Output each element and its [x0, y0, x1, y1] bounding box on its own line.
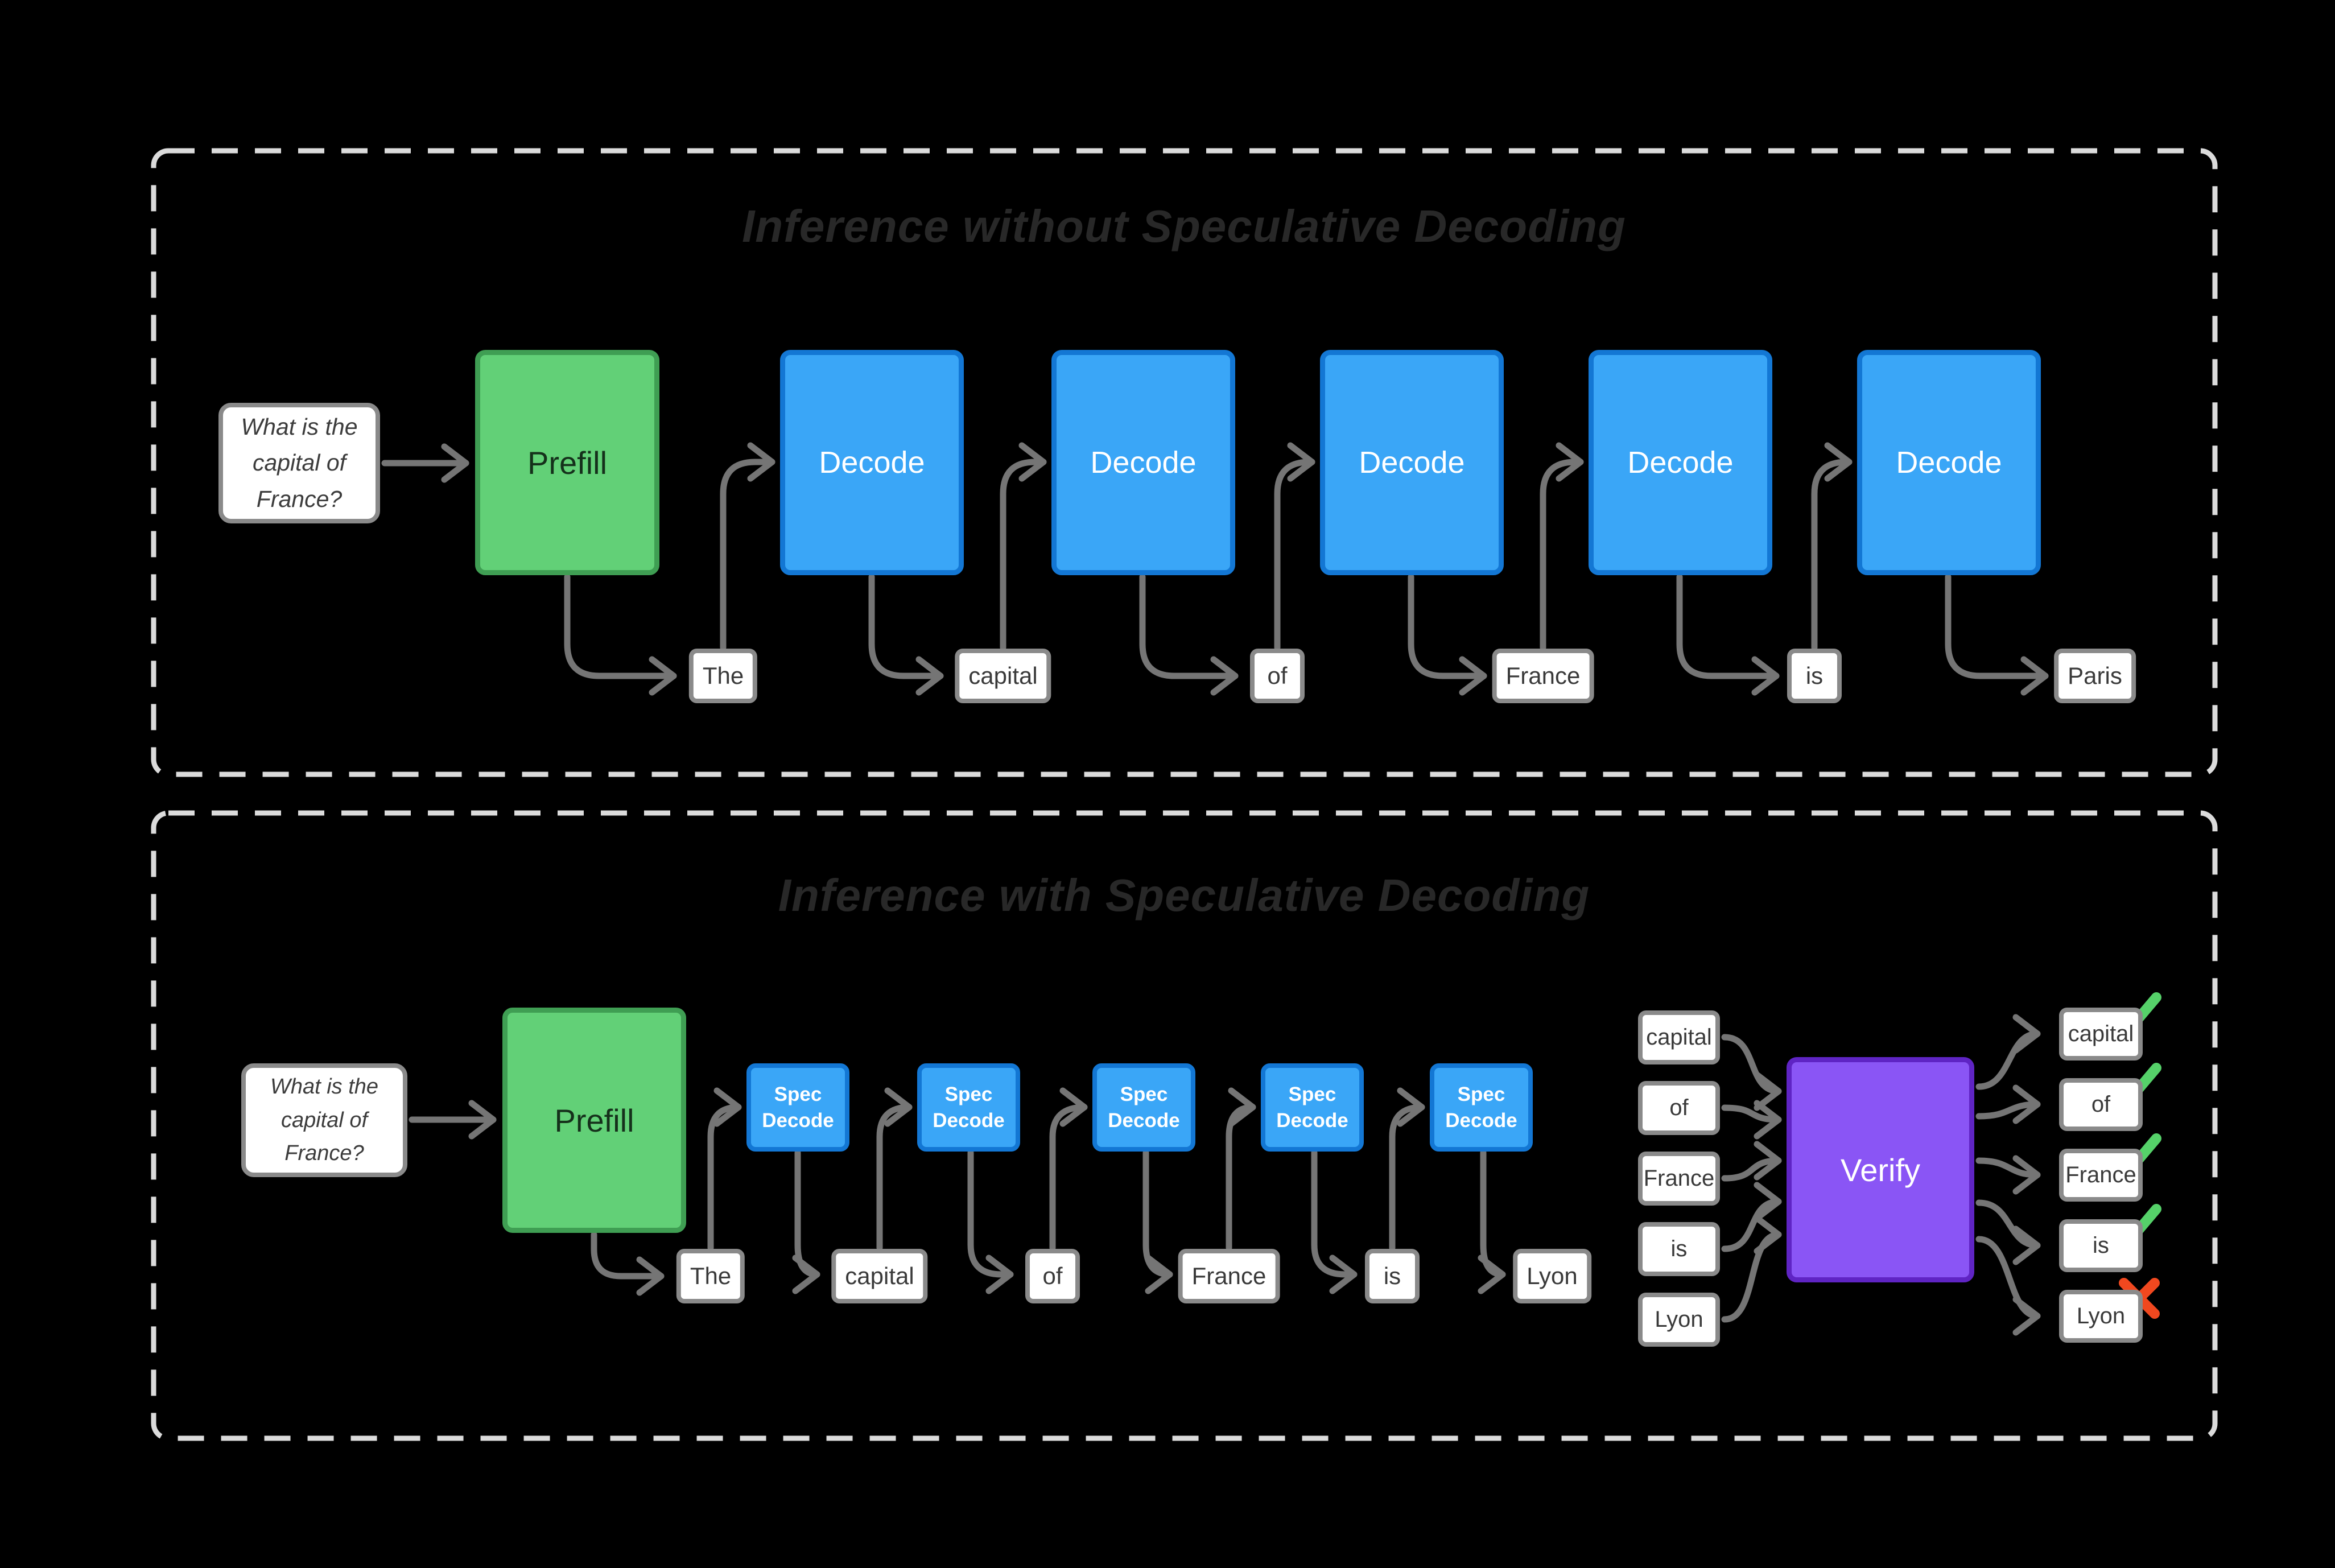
token-box: France [1492, 649, 1594, 703]
verify-input-token: Lyon [1638, 1293, 1720, 1347]
panel-without-frame [151, 148, 2218, 777]
draft-token-box: capital [831, 1249, 928, 1303]
arrow-spec3-to-france [1142, 1149, 1173, 1294]
draft-token-box: is [1365, 1249, 1420, 1303]
arrow-spec5-to-lyon [1478, 1149, 1506, 1294]
arrow-is-to-decode5 [1811, 442, 1853, 651]
decode-box: Decode [1857, 350, 2041, 575]
draft-token-box: of [1025, 1249, 1080, 1303]
arrow-decode2-to-of [1139, 573, 1239, 696]
decode-box: Decode [780, 350, 964, 575]
verify-input-token: France [1638, 1152, 1720, 1206]
draft-token-box: Lyon [1513, 1249, 1591, 1303]
decode-box: Decode [1051, 350, 1235, 575]
arrow-capital-to-verify [1721, 1034, 1782, 1111]
decode-box: Decode [1320, 350, 1504, 575]
token-box: The [688, 649, 758, 703]
panel-title-without: Inference without Speculative Decoding [742, 201, 1626, 251]
arrow-france-to-spec4 [1226, 1087, 1256, 1251]
arrow-of-to-spec3 [1049, 1087, 1088, 1251]
arrow-capital-to-spec2 [876, 1087, 913, 1251]
decode-box: Decode [1589, 350, 1772, 575]
panel-title-with: Inference with Speculative Decoding [778, 870, 1590, 921]
arrow-the-to-decode1 [720, 442, 775, 651]
arrow-france-to-verify [1721, 1141, 1782, 1182]
arrow-verify-to-is [1975, 1199, 2041, 1265]
token-box: Paris [2054, 649, 2136, 703]
arrow-prefill2-to-the [591, 1231, 665, 1296]
spec-decode-box: Spec Decode [1092, 1063, 1195, 1152]
verify-input-token: of [1638, 1081, 1720, 1135]
arrow-decode4-to-is [1676, 573, 1780, 696]
token-box: is [1787, 649, 1842, 703]
arrows-with-panel [409, 1087, 1506, 1296]
token-box: of [1250, 649, 1305, 703]
arrow-of-to-verify [1721, 1100, 1782, 1140]
verify-output-token-accepted: France [2059, 1149, 2143, 1202]
prompt-box: What is the capital of France? [241, 1063, 407, 1177]
arrows-into-verify [1721, 1034, 1782, 1323]
arrow-verify-to-capital [1975, 1014, 2041, 1090]
arrow-capital-to-decode2 [1000, 442, 1047, 651]
prompt-box: What is the capital of France? [218, 403, 380, 523]
arrow-decode1-to-capital [868, 573, 944, 696]
verify-output-token-accepted: of [2059, 1078, 2143, 1131]
arrow-verify-to-of [1975, 1084, 2041, 1124]
spec-decode-box: Spec Decode [917, 1063, 1020, 1152]
arrow-verify-to-france [1975, 1155, 2041, 1195]
prefill-box: Prefill [502, 1008, 686, 1233]
arrow-is-to-spec5 [1389, 1087, 1425, 1251]
arrow-france-to-decode4 [1540, 442, 1584, 651]
arrow-spec4-to-is [1311, 1149, 1358, 1294]
prefill-box: Prefill [475, 350, 659, 575]
verify-input-token: is [1638, 1222, 1720, 1276]
arrows-without-panel [381, 442, 2049, 696]
draft-token-box: France [1178, 1249, 1280, 1303]
arrow-spec2-to-of [967, 1149, 1014, 1294]
verify-output-token-accepted: capital [2059, 1008, 2143, 1061]
spec-decode-box: Spec Decode [1261, 1063, 1364, 1152]
arrow-spec1-to-capital [792, 1149, 820, 1294]
arrow-decode3-to-france [1408, 573, 1487, 696]
arrow-verify-to-lyon [1975, 1236, 2041, 1336]
arrow-of-to-decode3 [1274, 442, 1315, 651]
spec-decode-box: Spec Decode [1430, 1063, 1533, 1152]
verify-input-token: capital [1638, 1010, 1720, 1064]
token-box: capital [955, 649, 1051, 703]
panel-with-frame [151, 810, 2218, 1441]
arrow-prefill-to-the [564, 573, 677, 696]
spec-decode-box: Spec Decode [746, 1063, 849, 1152]
verify-box: Verify [1787, 1057, 1974, 1282]
arrow-the-to-spec1 [707, 1087, 742, 1251]
verify-output-token-rejected: Lyon [2059, 1290, 2143, 1343]
draft-token-box: The [676, 1249, 745, 1303]
arrow-lyon-to-verify [1721, 1215, 1782, 1323]
arrows-out-of-verify [1975, 1014, 2041, 1336]
arrow-is-to-verify [1721, 1182, 1782, 1252]
arrow-decode5-to-paris [1945, 573, 2049, 696]
verify-output-token-accepted: is [2059, 1219, 2143, 1272]
